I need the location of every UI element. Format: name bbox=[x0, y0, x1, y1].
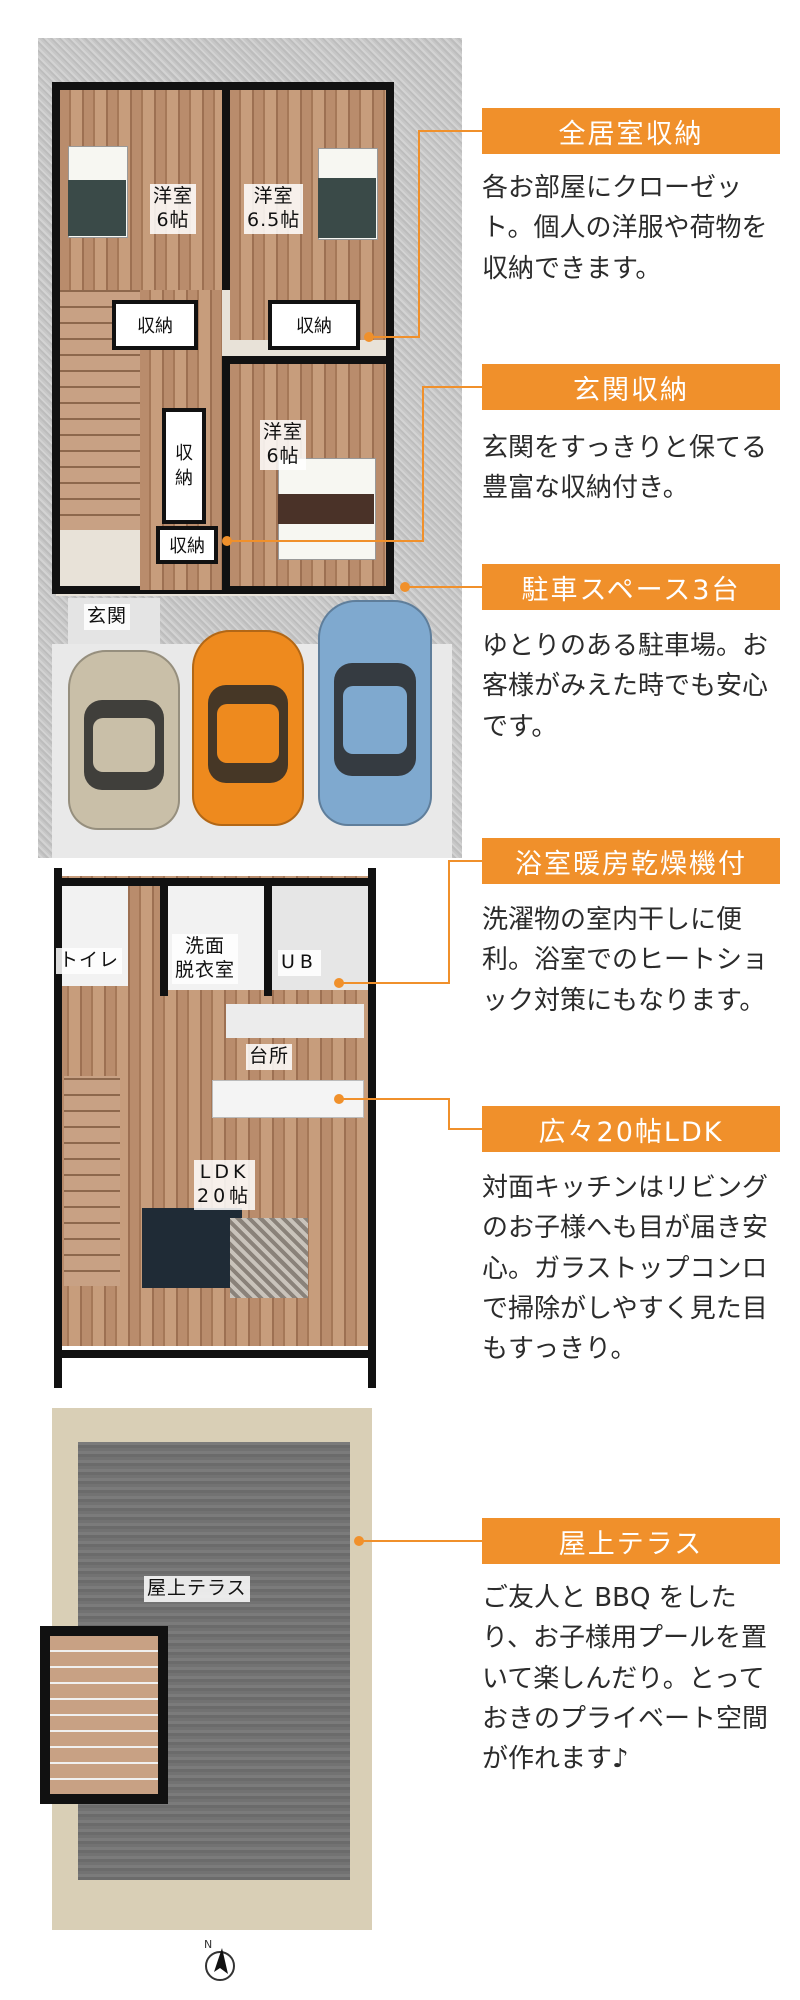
room-label-entrance: 玄関 bbox=[84, 604, 131, 630]
callout-header-entrance-storage: 玄関収納 bbox=[482, 364, 780, 410]
leader-dot bbox=[400, 582, 410, 592]
leader-line bbox=[422, 386, 484, 388]
storage-left: 収納 bbox=[112, 300, 198, 350]
room-label-washroom: 洗面 脱衣室 bbox=[172, 934, 239, 984]
leader-line bbox=[448, 860, 484, 862]
compass-icon bbox=[200, 1944, 240, 1984]
leader-line bbox=[448, 1098, 450, 1130]
stair-tower-stairs bbox=[50, 1636, 158, 1794]
sofa bbox=[142, 1208, 242, 1288]
leader-line bbox=[422, 386, 424, 542]
car-beige bbox=[68, 650, 180, 830]
callout-text-parking: ゆとりのある駐車場。お客様がみえた時でも安心です。 bbox=[482, 631, 769, 742]
wall bbox=[54, 878, 376, 886]
bed-cover bbox=[68, 180, 126, 236]
leader-line bbox=[418, 130, 484, 132]
rug bbox=[230, 1218, 308, 1298]
callout-header-all-storage: 全居室収納 bbox=[482, 108, 780, 154]
wall bbox=[222, 356, 390, 364]
wall bbox=[54, 1350, 376, 1358]
stairs bbox=[64, 1076, 120, 1286]
wall bbox=[54, 868, 62, 1388]
leader-dot bbox=[364, 332, 374, 342]
callout-header-roof-terrace: 屋上テラス bbox=[482, 1518, 780, 1564]
leader-dot bbox=[334, 978, 344, 988]
leader-dot bbox=[334, 1094, 344, 1104]
room-label-ldk: LDK 20帖 bbox=[194, 1160, 256, 1210]
storage-entry: 収納 bbox=[156, 526, 218, 564]
callout-text-entrance-storage: 玄関をすっきりと保てる豊富な収納付き。 bbox=[482, 433, 767, 504]
wall bbox=[368, 868, 376, 1388]
wall bbox=[386, 82, 394, 594]
floor2-plan: トイレ 洗面 脱衣室 UB 台所 LDK 20帖 bbox=[50, 868, 380, 1388]
callout-header-parking: 駐車スペース3台 bbox=[482, 564, 780, 610]
wall bbox=[222, 356, 230, 592]
wall bbox=[160, 886, 168, 996]
callout-text-roof-terrace: ご友人と BBQ をしたり、お子様用プールを置いて楽しんだり。とっておきのプライ… bbox=[482, 1583, 769, 1775]
bed-cover bbox=[318, 178, 376, 238]
storage-right: 収納 bbox=[268, 300, 360, 350]
leader-line bbox=[448, 1128, 484, 1130]
leader-line bbox=[448, 860, 450, 982]
leader-line bbox=[368, 336, 420, 338]
room-label-roof-terrace: 屋上テラス bbox=[144, 1576, 250, 1602]
leader-line bbox=[340, 1098, 450, 1100]
compass-label: N bbox=[204, 1938, 213, 1951]
car-orange bbox=[192, 630, 304, 826]
leader-dot bbox=[222, 536, 232, 546]
wall bbox=[52, 82, 394, 90]
wall bbox=[222, 90, 230, 290]
callout-text-ldk: 対面キッチンはリビングのお子様へも目が届き安心。ガラストップコンロで掃除がしやす… bbox=[482, 1173, 769, 1365]
leader-line bbox=[418, 130, 420, 338]
leader-dot bbox=[354, 1536, 364, 1546]
room-label-western-a: 洋室 6帖 bbox=[150, 184, 197, 234]
leader-line bbox=[360, 1540, 484, 1542]
floor1-plan: 洋室 6帖 洋室 6.5帖 収納 収納 収 納 収納 洋室 6帖 玄関 bbox=[38, 38, 462, 858]
roof-plan: 屋上テラス bbox=[40, 1408, 372, 1930]
room-label-toilet: トイレ bbox=[56, 948, 123, 974]
callout-text-bath-dryer: 洗濯物の室内干しに便利。浴室でのヒートショック対策にもなります。 bbox=[482, 905, 769, 1016]
bed-cover bbox=[278, 494, 374, 524]
storage-vertical: 収 納 bbox=[162, 408, 206, 524]
kitchen-counter bbox=[226, 1004, 364, 1038]
room-label-bath: UB bbox=[278, 950, 321, 976]
leader-line bbox=[406, 586, 484, 588]
leader-line bbox=[226, 540, 424, 542]
callout-header-ldk: 広々20帖LDK bbox=[482, 1106, 780, 1152]
wall bbox=[52, 82, 60, 594]
car-blue bbox=[318, 600, 432, 826]
wall bbox=[264, 886, 272, 996]
leader-line bbox=[340, 982, 450, 984]
room-label-western-c: 洋室 6帖 bbox=[260, 420, 307, 470]
callout-text-all-storage: 各お部屋にクローゼット。個人の洋服や荷物を収納できます。 bbox=[482, 173, 768, 284]
callout-header-bath-dryer: 浴室暖房乾燥機付 bbox=[482, 838, 780, 884]
room-label-western-b: 洋室 6.5帖 bbox=[244, 184, 304, 234]
room-label-kitchen: 台所 bbox=[246, 1044, 293, 1070]
